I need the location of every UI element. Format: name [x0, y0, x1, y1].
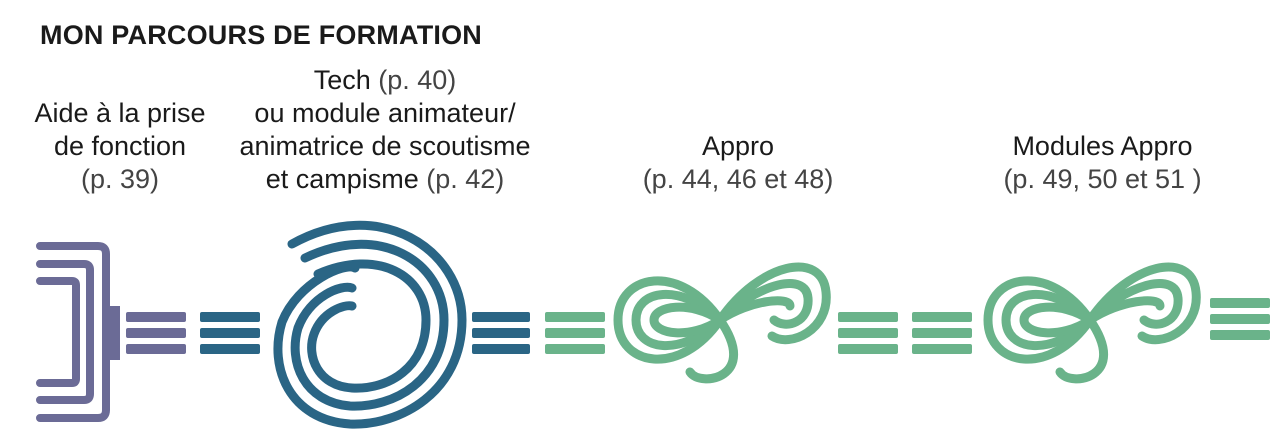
step-pages-tech: (p. 40) [378, 65, 457, 95]
step-name-line: Modules Appro [1012, 131, 1193, 161]
step-name-line: Tech [313, 65, 371, 95]
step-pages: (p. 44, 46 et 48) [642, 164, 834, 194]
step-label-tech: Tech (p. 40) ou module animateur/ animat… [230, 64, 540, 196]
infinity-knot-icon [613, 262, 831, 384]
step-pages: (p. 49, 50 et 51 ) [1003, 164, 1202, 194]
connector-green-1 [545, 312, 605, 354]
step-name-line: de fonction [53, 131, 187, 161]
spiral-icon [273, 220, 467, 429]
step-name-line: Appro [701, 131, 775, 161]
connector-green-3 [912, 312, 972, 354]
step-pages: (p. 42) [426, 164, 505, 194]
page-title: MON PARCOURS DE FORMATION [40, 20, 482, 50]
infinity-knot-icon [983, 262, 1201, 384]
connector-green-2 [838, 312, 898, 354]
step-label-appro: Appro (p. 44, 46 et 48) [618, 130, 858, 196]
step-name-line-group: Tech (p. 40) [230, 64, 540, 97]
step-name-line-group: et campisme (p. 42) [230, 163, 540, 196]
connector-green-4 [1210, 298, 1270, 340]
step-label-modules-appro: Modules Appro (p. 49, 50 et 51 ) [975, 130, 1230, 196]
step-name-line: ou module animateur/ [254, 98, 516, 128]
connector-navy-2 [472, 312, 530, 354]
step-label-aide: Aide à la prise de fonction (p. 39) [20, 97, 220, 196]
step-name-line: animatrice de scoutisme [239, 131, 531, 161]
connector-purple [126, 312, 186, 354]
bracket-icon [36, 242, 120, 422]
step-name-line: et campisme [265, 164, 419, 194]
step-name-line: Aide à la prise [34, 98, 206, 128]
connector-navy-1 [200, 312, 260, 354]
step-pages: (p. 39) [80, 164, 160, 194]
